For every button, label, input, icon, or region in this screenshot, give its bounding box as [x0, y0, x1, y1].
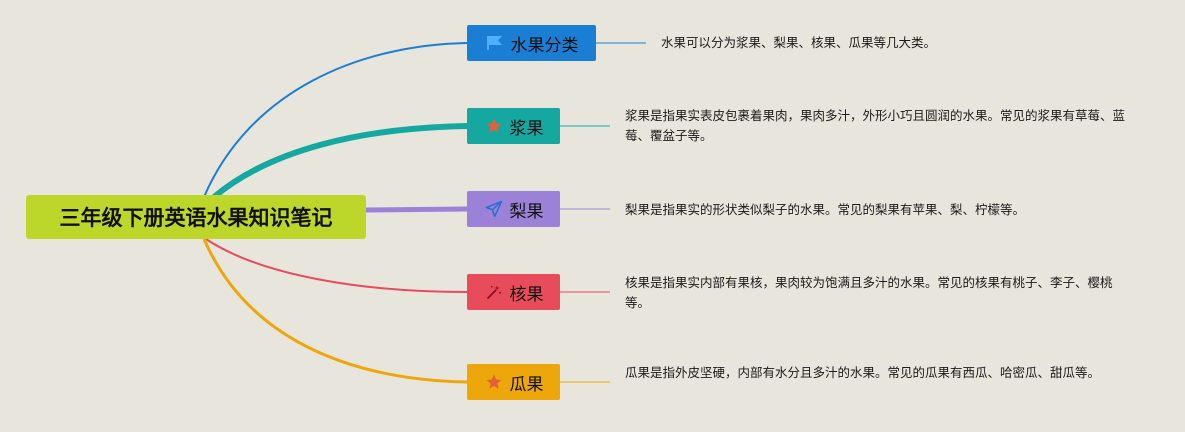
connector-pome [365, 206, 468, 213]
branch-fruit-classification[interactable]: 水果分类 [467, 25, 596, 61]
star-icon [484, 372, 504, 392]
root-topic[interactable]: 三年级下册英语水果知识笔记 [26, 195, 366, 239]
branch-label: 浆果 [509, 118, 544, 139]
branch-label: 水果分类 [510, 35, 579, 56]
star-icon [484, 116, 504, 136]
branch-pome[interactable]: 梨果 [467, 191, 560, 227]
branch-label: 梨果 [509, 201, 544, 222]
magic-wand-icon [484, 282, 504, 302]
note-drupe: 核果是指果实内部有果核，果肉较为饱满且多汁的水果。常见的核果有桃子、李子、樱桃等… [625, 275, 1113, 310]
note-fruit-classification: 水果可以分为浆果、梨果、核果、瓜果等几大类。 [661, 35, 937, 50]
connector-berry [212, 123, 468, 200]
branch-melon[interactable]: 瓜果 [467, 364, 560, 400]
connector-drupe [205, 238, 468, 293]
root-topic-label: 三年级下册英语水果知识笔记 [59, 206, 333, 230]
branch-drupe[interactable]: 核果 [467, 274, 560, 310]
note-pome: 梨果是指果实的形状类似梨子的水果。常见的梨果有苹果、梨、柠檬等。 [625, 202, 1026, 217]
connector-melon [202, 238, 468, 384]
connector-fruit-classification [203, 42, 468, 198]
note-berry: 浆果是指果实表皮包裹着果肉，果肉多汁，外形小巧且圆润的水果。常见的浆果有草莓、蓝… [625, 108, 1126, 143]
note-melon: 瓜果是指外皮坚硬，内部有水分且多汁的水果。常见的瓜果有西瓜、哈密瓜、甜瓜等。 [625, 365, 1101, 380]
branch-label: 核果 [509, 284, 544, 305]
branch-berry[interactable]: 浆果 [467, 108, 560, 144]
branch-label: 瓜果 [509, 374, 544, 395]
flag-icon [485, 33, 505, 53]
paper-plane-icon [484, 199, 504, 219]
